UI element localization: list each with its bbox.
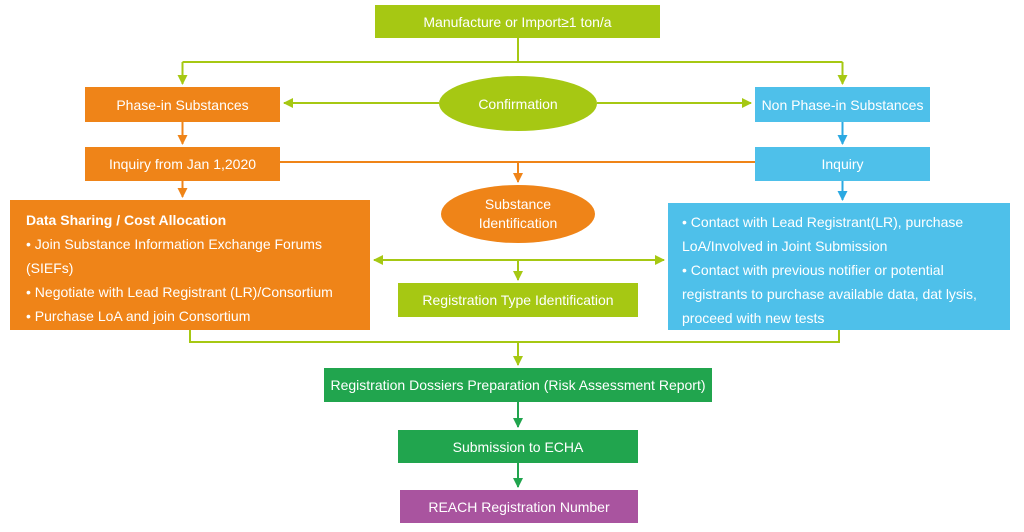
- node-submission-to-echa: Submission to ECHA: [398, 430, 638, 463]
- node-non-phase-in-substances: Non Phase-in Substances: [755, 87, 930, 122]
- node-confirmation: Confirmation: [439, 76, 597, 131]
- node-registration-dossiers-preparation: Registration Dossiers Preparation (Risk …: [324, 368, 712, 402]
- data-sharing-bullet: • Negotiate with Lead Registrant (LR)/Co…: [26, 284, 333, 300]
- data-sharing-title: Data Sharing / Cost Allocation: [26, 212, 227, 228]
- contact-lr-bullet: • Contact with previous notifier or pote…: [682, 262, 977, 326]
- data-sharing-bullet: • Proceed with new tests: [26, 332, 179, 348]
- node-phase-in-substances: Phase-in Substances: [85, 87, 280, 122]
- node-contact-lead-registrant: • Contact with Lead Registrant(LR), purc…: [668, 203, 1010, 330]
- node-reach-registration-number: REACH Registration Number: [400, 490, 638, 523]
- node-inquiry: Inquiry: [755, 147, 930, 181]
- node-registration-type-identification: Registration Type Identification: [398, 283, 638, 317]
- node-substance-identification: Substance Identification: [441, 185, 595, 243]
- node-data-sharing-cost-allocation: Data Sharing / Cost Allocation • Join Su…: [10, 200, 370, 348]
- node-manufacture-or-import: Manufacture or Import≥1 ton/a: [375, 5, 660, 38]
- data-sharing-bullet: • Join Substance Information Exchange Fo…: [26, 236, 322, 276]
- contact-lr-bullet: • Contact with Lead Registrant(LR), purc…: [682, 214, 964, 254]
- data-sharing-bullet: • Purchase LoA and join Consortium: [26, 308, 251, 324]
- node-inquiry-from-jan-2020: Inquiry from Jan 1,2020: [85, 147, 280, 181]
